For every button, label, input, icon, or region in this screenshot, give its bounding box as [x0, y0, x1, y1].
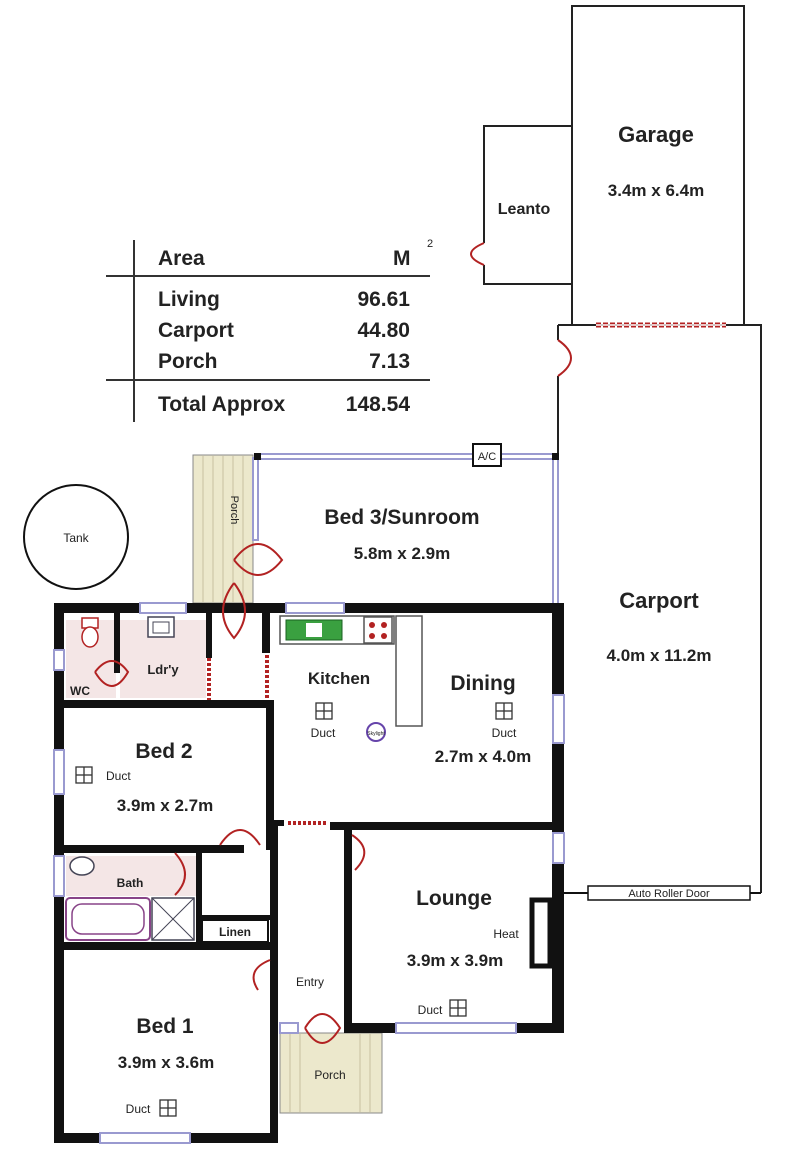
door-bed1 — [252, 959, 271, 991]
window-kitchen — [285, 602, 345, 614]
front-porch-label: Porch — [314, 1068, 345, 1082]
bed3-name: Bed 3/Sunroom — [324, 506, 479, 529]
duct-icon — [315, 702, 333, 720]
door-bed2 — [219, 829, 261, 846]
garage-size: 3.4m x 6.4m — [608, 181, 704, 200]
bathtub — [65, 897, 151, 941]
door-wc — [94, 660, 130, 687]
area-table: Area M 2 Living 96.61 Carport 44.80 Porc… — [106, 238, 433, 422]
bed3-window-right — [552, 457, 559, 605]
area-total-label: Total Approx — [158, 393, 285, 416]
linen-cupboard — [201, 919, 269, 943]
area-total-value: 148.54 — [346, 393, 411, 416]
window-bed1 — [99, 1132, 191, 1144]
duct-icon — [75, 766, 93, 784]
bed2-size: 3.9m x 2.7m — [117, 796, 213, 815]
duct-icon — [449, 999, 467, 1017]
dining-name: Dining — [450, 672, 515, 695]
toilet — [81, 617, 99, 648]
entry-name: Entry — [296, 975, 324, 989]
leanto-outline — [483, 125, 572, 243]
window-dining — [552, 694, 565, 744]
bed2-duct-label: Duct — [106, 769, 131, 783]
door-leanto — [470, 242, 485, 266]
bed2-name: Bed 2 — [135, 740, 192, 763]
garage-name: Garage — [618, 122, 694, 147]
bed1-duct-label: Duct — [126, 1102, 151, 1116]
top-porch-label: Porch — [228, 496, 240, 525]
tank-label: Tank — [63, 531, 89, 545]
garage-outline — [571, 5, 745, 325]
area-row-value: 96.61 — [357, 288, 410, 311]
lounge-size: 3.9m x 3.9m — [407, 951, 503, 970]
kitchen-island — [395, 615, 423, 727]
door-bed3-porch — [233, 543, 284, 576]
leanto-name: Leanto — [498, 201, 551, 218]
dining-duct-label: Duct — [492, 726, 517, 740]
door-entry — [304, 1013, 342, 1044]
area-header: Area — [158, 247, 205, 270]
door-lounge — [351, 834, 366, 871]
window-bed2 — [53, 749, 65, 795]
bed3-window-left — [252, 457, 259, 541]
bed1-name: Bed 1 — [136, 1015, 194, 1038]
ac-label: A/C — [478, 451, 496, 463]
area-unit-power: 2 — [427, 238, 433, 250]
dining-size: 2.7m x 4.0m — [435, 747, 531, 766]
bed3-window-top — [257, 453, 559, 460]
bed3-size: 5.8m x 2.9m — [354, 544, 450, 563]
ac-unit — [472, 443, 502, 467]
area-unit: M — [393, 247, 411, 270]
laundry-name: Ldr'y — [147, 662, 179, 677]
carport-name: Carport — [619, 588, 699, 613]
front-porch-area — [279, 1032, 383, 1114]
lounge-name: Lounge — [416, 887, 492, 910]
leanto-bottom — [483, 265, 572, 285]
auto-roller-door-label: Auto Roller Door — [628, 888, 710, 900]
window-laundry — [139, 602, 187, 614]
kitchen-name: Kitchen — [308, 669, 370, 688]
skylight-icon — [366, 722, 386, 742]
tank — [23, 484, 129, 590]
heater — [529, 897, 553, 969]
door-back — [222, 582, 246, 640]
lounge-duct-label: Duct — [418, 1003, 443, 1017]
bath-basin — [69, 856, 95, 876]
duct-icon — [495, 702, 513, 720]
carport-size: 4.0m x 11.2m — [607, 646, 712, 665]
window-bath — [53, 855, 65, 897]
laundry-tub — [147, 616, 175, 638]
duct-icon — [159, 1099, 177, 1117]
bath-name: Bath — [117, 876, 144, 890]
window-entry — [279, 1022, 299, 1034]
area-row-label: Porch — [158, 350, 218, 373]
bed1-size: 3.9m x 3.6m — [118, 1053, 214, 1072]
linen-name: Linen — [219, 925, 251, 939]
heat-label: Heat — [493, 927, 519, 941]
window-wc — [53, 649, 65, 671]
area-row-value: 44.80 — [357, 319, 410, 342]
door-carport — [557, 339, 572, 377]
door-bath — [174, 852, 186, 896]
window-lounge-front — [395, 1022, 517, 1034]
area-row-label: Living — [158, 288, 220, 311]
wc-name: WC — [70, 684, 90, 698]
area-row-value: 7.13 — [369, 350, 410, 373]
skylight-label: Skylight — [367, 731, 385, 737]
area-row-label: Carport — [158, 319, 234, 342]
kitchen-duct-label: Duct — [311, 726, 336, 740]
window-lounge-side — [552, 832, 565, 864]
stove — [363, 616, 393, 644]
